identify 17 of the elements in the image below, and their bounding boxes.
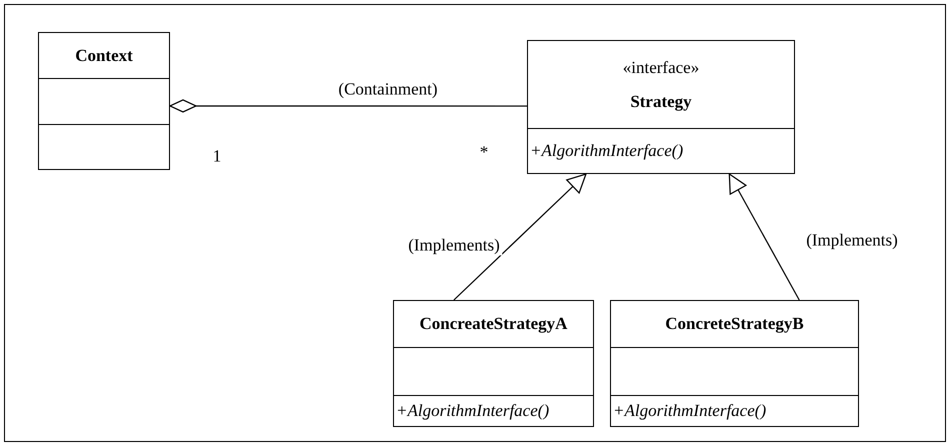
stereotype-label: «interface» [622, 57, 700, 78]
class-name: Strategy [630, 90, 692, 112]
class-name: ConcreteStrategyB [665, 313, 804, 335]
connector-line [454, 173, 587, 300]
class-box [527, 40, 795, 174]
connector-line [728, 173, 800, 300]
class-box [610, 300, 859, 427]
multiplicity-label: 1 [212, 145, 222, 167]
multiplicity-label: * [480, 141, 488, 163]
class-name: Context [75, 44, 133, 66]
class-name: ConcreateStrategyA [420, 313, 568, 335]
method-text: +AlgorithmInterface() [530, 140, 684, 162]
method-text: +AlgorithmInterface() [613, 400, 768, 422]
method-text: +AlgorithmInterface() [396, 400, 550, 422]
class-box [393, 300, 594, 427]
connector-line [169, 99, 527, 113]
class-box [38, 32, 170, 170]
